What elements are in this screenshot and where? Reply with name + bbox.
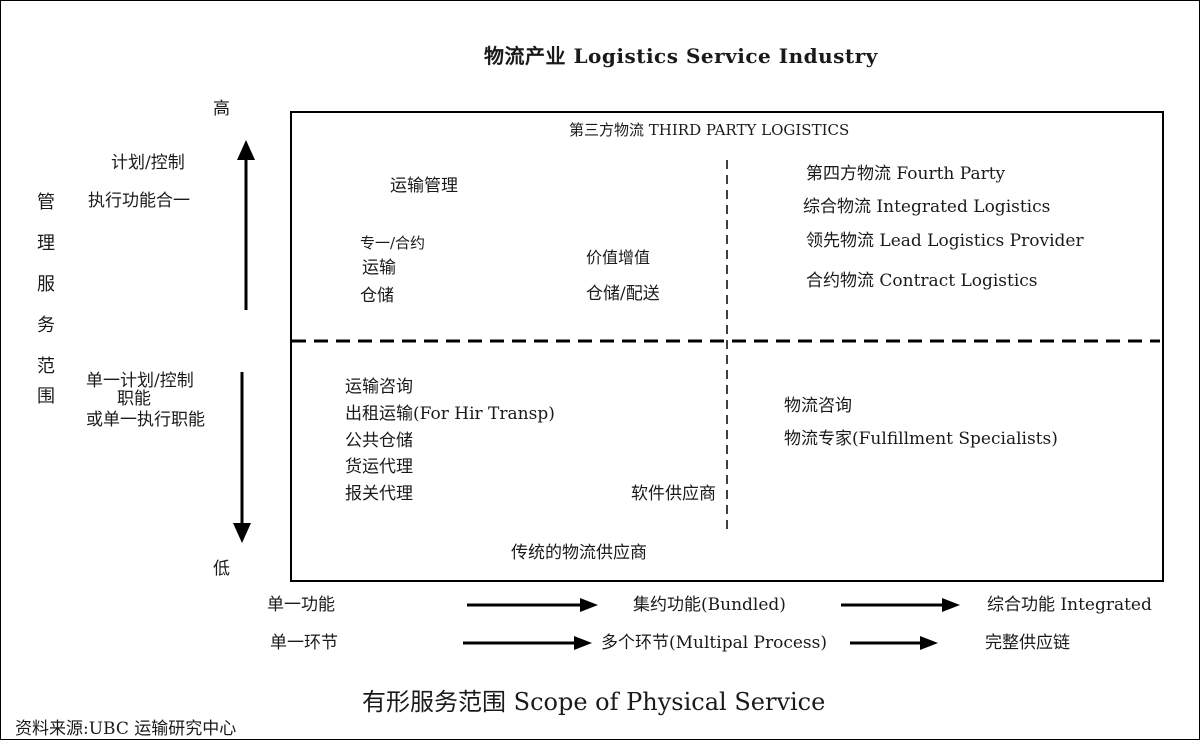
source-note: 资料来源:UBC 运输研究中心: [15, 719, 237, 739]
side-label-char: 管: [37, 192, 55, 213]
x-arrow-head: [942, 598, 960, 612]
side-label-char: 理: [37, 233, 55, 254]
q3-item: 运输咨询: [345, 377, 413, 397]
x-arrow-head: [920, 636, 938, 650]
q1-item: 专一/合约: [360, 234, 426, 252]
third-party-logistics-label: 第三方物流 THIRD PARTY LOGISTICS: [569, 121, 850, 139]
y-lower-text-2: 职能: [117, 389, 151, 409]
q3-item: 报关代理: [345, 484, 413, 504]
side-label-char: 服: [37, 274, 55, 295]
q2-item: 合约物流 Contract Logistics: [806, 271, 1038, 291]
y-upper-text-2: 执行功能合一: [88, 191, 190, 211]
q3-item: 公共仓储: [345, 431, 413, 451]
x-row2-label: 完整供应链: [985, 633, 1070, 653]
value-added-label: 价值增值: [586, 248, 651, 267]
side-label-char: 围: [37, 386, 55, 407]
side-label-char: 务: [37, 315, 55, 336]
x-axis-caption: 有形服务范围 Scope of Physical Service: [362, 688, 826, 716]
q2-item: 第四方物流 Fourth Party: [806, 164, 1006, 184]
x-row2-label: 单一环节: [270, 633, 338, 653]
warehouse-dist-label: 仓储/配送: [586, 284, 660, 304]
x-row1-label: 集约功能(Bundled): [633, 595, 786, 615]
q2-item: 综合物流 Integrated Logistics: [803, 197, 1051, 217]
figure-title: 物流产业 Logistics Service Industry: [484, 44, 878, 68]
x-arrow-head: [574, 636, 592, 650]
x-row1-label: 单一功能: [267, 595, 335, 615]
y-upper-text-1: 计划/控制: [111, 153, 185, 173]
transport-mgmt-label: 运输管理: [390, 176, 458, 196]
q4-item: 物流专家(Fulfillment Specialists): [784, 429, 1058, 449]
software-supplier-label: 软件供应商: [631, 484, 716, 504]
y-axis-high-label: 高: [213, 99, 230, 119]
side-label-char: 范: [37, 356, 55, 377]
q1-item: 仓储: [360, 286, 394, 306]
q4-item: 物流咨询: [784, 396, 852, 416]
traditional-supplier-label: 传统的物流供应商: [511, 543, 647, 563]
y-up-arrow-head: [237, 140, 255, 160]
x-row1-label: 综合功能 Integrated: [987, 595, 1152, 615]
q3-item: 货运代理: [345, 457, 413, 477]
x-row2-label: 多个环节(Multipal Process): [601, 633, 828, 653]
q3-item: 出租运输(For Hir Transp): [345, 404, 555, 424]
quadrant-box: [290, 111, 1164, 582]
q2-item: 领先物流 Lead Logistics Provider: [806, 231, 1084, 251]
y-lower-text-1: 单一计划/控制: [86, 371, 194, 391]
y-axis-low-label: 低: [213, 559, 230, 579]
y-axis-side-label: 管 理 服 务 范 围: [37, 193, 55, 428]
y-lower-text-3: 或单一执行职能: [86, 410, 205, 430]
y-down-arrow-head: [233, 523, 251, 543]
x-arrow-head: [580, 598, 598, 612]
q1-item: 运输: [362, 258, 396, 278]
